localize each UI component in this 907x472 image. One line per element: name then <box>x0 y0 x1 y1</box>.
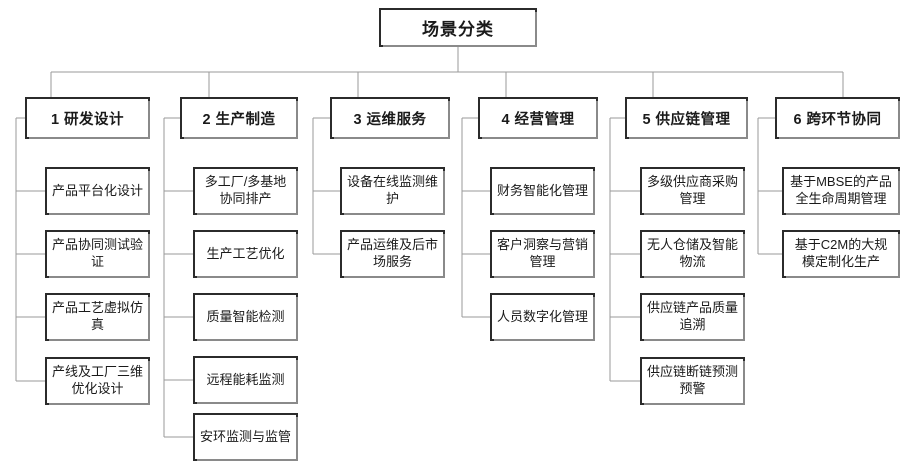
leaf-label: 产品平台化设计 <box>52 182 144 198</box>
leaf-label: 产品协同测试验证 <box>52 237 144 269</box>
leaf-node[interactable]: 产品协同测试验证 <box>45 230 150 278</box>
leaf-node[interactable]: 产品工艺虚拟仿真 <box>45 293 150 341</box>
leaf-label: 质量智能检测 <box>206 308 285 324</box>
leaf-label: 安环监测与监管 <box>200 428 292 444</box>
root-node[interactable]: 场景分类 <box>379 8 537 47</box>
leaf-node[interactable]: 设备在线监测维护 <box>340 167 445 215</box>
category-label: 2 生产制造 <box>202 111 276 128</box>
leaf-label: 人员数字化管理 <box>497 308 589 324</box>
category-label: 3 运维服务 <box>353 111 427 128</box>
leaf-label: 供应链产品质量追溯 <box>647 300 739 332</box>
leaf-node[interactable]: 客户洞察与营销管理 <box>490 230 595 278</box>
leaf-label: 财务智能化管理 <box>497 182 589 198</box>
leaf-node[interactable]: 生产工艺优化 <box>193 230 298 278</box>
category-header-6[interactable]: 6 跨环节协同 <box>775 97 900 139</box>
leaf-label: 无人仓储及智能物流 <box>647 237 739 269</box>
leaf-label: 基于MBSE的产品全生命周期管理 <box>790 174 892 206</box>
leaf-node[interactable]: 多级供应商采购管理 <box>640 167 745 215</box>
category-header-3[interactable]: 3 运维服务 <box>330 97 450 139</box>
leaf-node[interactable]: 质量智能检测 <box>193 293 298 341</box>
category-label: 6 跨环节协同 <box>793 111 882 128</box>
leaf-node[interactable]: 供应链产品质量追溯 <box>640 293 745 341</box>
leaf-node[interactable]: 产线及工厂三维优化设计 <box>45 357 150 405</box>
leaf-label: 产线及工厂三维优化设计 <box>52 364 144 396</box>
leaf-label: 供应链断链预测预警 <box>647 364 739 396</box>
category-header-1[interactable]: 1 研发设计 <box>25 97 150 139</box>
leaf-label: 远程能耗监测 <box>206 371 285 387</box>
leaf-label: 多工厂/多基地协同排产 <box>204 174 287 206</box>
category-label: 5 供应链管理 <box>642 111 731 128</box>
leaf-label: 设备在线监测维护 <box>347 174 439 206</box>
leaf-label: 多级供应商采购管理 <box>647 174 739 206</box>
root-label: 场景分类 <box>422 20 494 39</box>
category-label: 1 研发设计 <box>50 111 125 128</box>
leaf-node[interactable]: 基于MBSE的产品全生命周期管理 <box>782 167 900 215</box>
leaf-label: 产品运维及后市场服务 <box>347 237 439 269</box>
leaf-node[interactable]: 安环监测与监管 <box>193 413 298 461</box>
category-header-2[interactable]: 2 生产制造 <box>180 97 298 139</box>
leaf-node[interactable]: 多工厂/多基地协同排产 <box>193 167 298 215</box>
leaf-label: 客户洞察与营销管理 <box>497 237 589 269</box>
leaf-node[interactable]: 财务智能化管理 <box>490 167 595 215</box>
leaf-node[interactable]: 供应链断链预测预警 <box>640 357 745 405</box>
category-header-5[interactable]: 5 供应链管理 <box>625 97 748 139</box>
leaf-label: 生产工艺优化 <box>206 245 285 261</box>
leaf-node[interactable]: 产品运维及后市场服务 <box>340 230 445 278</box>
leaf-node[interactable]: 基于C2M的大规模定制化生产 <box>782 230 900 278</box>
leaf-node[interactable]: 人员数字化管理 <box>490 293 595 341</box>
leaf-label: 基于C2M的大规模定制化生产 <box>794 237 888 269</box>
category-label: 4 经营管理 <box>501 111 575 128</box>
leaf-node[interactable]: 远程能耗监测 <box>193 356 298 404</box>
leaf-node[interactable]: 无人仓储及智能物流 <box>640 230 745 278</box>
leaf-label: 产品工艺虚拟仿真 <box>52 300 144 332</box>
category-header-4[interactable]: 4 经营管理 <box>478 97 598 139</box>
leaf-node[interactable]: 产品平台化设计 <box>45 167 150 215</box>
